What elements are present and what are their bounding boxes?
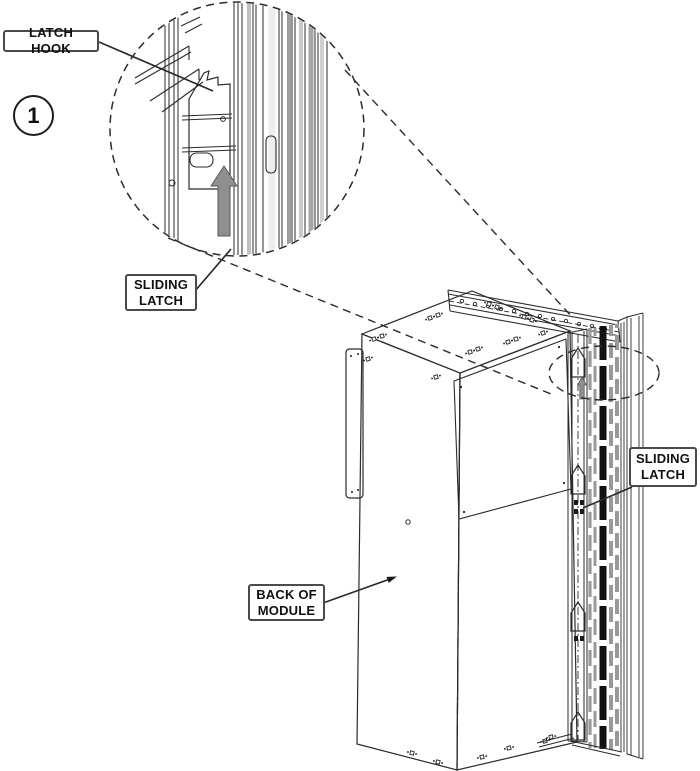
cleat-bracket-panel	[453, 338, 572, 520]
latch-hook-label: LATCH HOOK	[3, 25, 99, 56]
up-arrow-icon	[210, 165, 238, 237]
back-of-module-label: BACK OF MODULE	[248, 584, 325, 621]
sliding-latch-drawing	[181, 113, 237, 168]
detail-zoom-circle	[109, 1, 365, 257]
step-number-badge: 1	[13, 95, 54, 136]
detail-cleat-rail	[134, 16, 204, 113]
top-cleat-rail	[447, 289, 628, 343]
sliding-latch-detail-label: SLIDING LATCH	[125, 274, 197, 311]
screw-marks	[362, 300, 557, 766]
callout-leader-lines	[98, 41, 633, 604]
sliding-latch-rail-label: SLIDING LATCH	[629, 447, 697, 487]
detail-zoom-lines	[167, 69, 660, 401]
wall-rail	[536, 312, 644, 760]
back-of-module-panel	[356, 333, 461, 771]
detail-view-contents	[134, 3, 328, 255]
module-drawing	[345, 290, 578, 771]
zoom-ellipse	[548, 345, 660, 401]
left-bracket-strip	[345, 348, 364, 499]
small-up-arrow-icon	[576, 376, 588, 400]
sliding-latch-handles	[570, 346, 586, 741]
arrowhead	[386, 576, 397, 583]
